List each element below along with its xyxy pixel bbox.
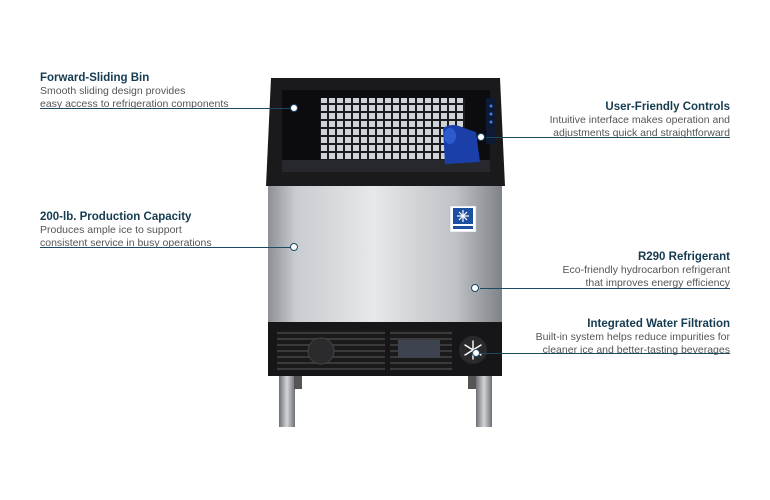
callout-bin: Forward-Sliding Bin Smooth sliding desig… [40, 71, 229, 110]
callout-capacity-line-1: Produces ample ice to support [40, 224, 182, 236]
callout-capacity-title: 200-lb. Production Capacity [40, 211, 192, 223]
callout-refrigerant: R290 Refrigerant Eco-friendly hydrocarbo… [563, 250, 731, 289]
hotspot-bin[interactable] [290, 104, 298, 112]
callout-controls-line-2: adjustments quick and straightforward [553, 126, 730, 139]
lower-grille [268, 322, 502, 376]
callout-refrigerant-line-1: Eco-friendly hydrocarbon refrigerant [562, 264, 731, 276]
hotspot-controls[interactable] [477, 133, 485, 141]
callout-bin-line-2: easy access to refrigeration components [40, 97, 229, 110]
callout-refrigerant-title: R290 Refrigerant [637, 251, 730, 263]
hotspot-filtration[interactable] [472, 349, 480, 357]
callout-capacity: 200-lb. Production Capacity Produces amp… [40, 210, 212, 249]
leader-line-filtration [481, 353, 730, 354]
leader-line-bin [40, 108, 292, 109]
callout-controls: User-Friendly Controls Intuitive interfa… [550, 100, 730, 139]
callout-bin-title: Forward-Sliding Bin [40, 72, 150, 84]
callout-filtration-title: Integrated Water Filtration [587, 318, 730, 330]
leader-line-capacity [40, 247, 292, 248]
brand-badge [449, 205, 477, 233]
hotspot-capacity[interactable] [290, 243, 298, 251]
machine-legs [279, 375, 492, 427]
callout-filtration-line-2: cleaner ice and better-tasting beverages [542, 343, 730, 356]
callout-bin-line-1: Smooth sliding design provides [40, 85, 186, 97]
callout-filtration: Integrated Water Filtration Built-in sys… [536, 317, 730, 356]
callout-refrigerant-line-2: that improves energy efficiency [585, 276, 730, 289]
callout-filtration-line-1: Built-in system helps reduce impurities … [535, 331, 730, 343]
hotspot-refrigerant[interactable] [471, 284, 479, 292]
bin-housing [266, 78, 505, 186]
leader-line-refrigerant [480, 288, 730, 289]
callout-capacity-line-2: consistent service in busy operations [40, 236, 212, 249]
callout-controls-line-1: Intuitive interface makes operation and [549, 114, 730, 126]
leader-line-controls [486, 137, 730, 138]
callout-controls-title: User-Friendly Controls [605, 101, 730, 113]
